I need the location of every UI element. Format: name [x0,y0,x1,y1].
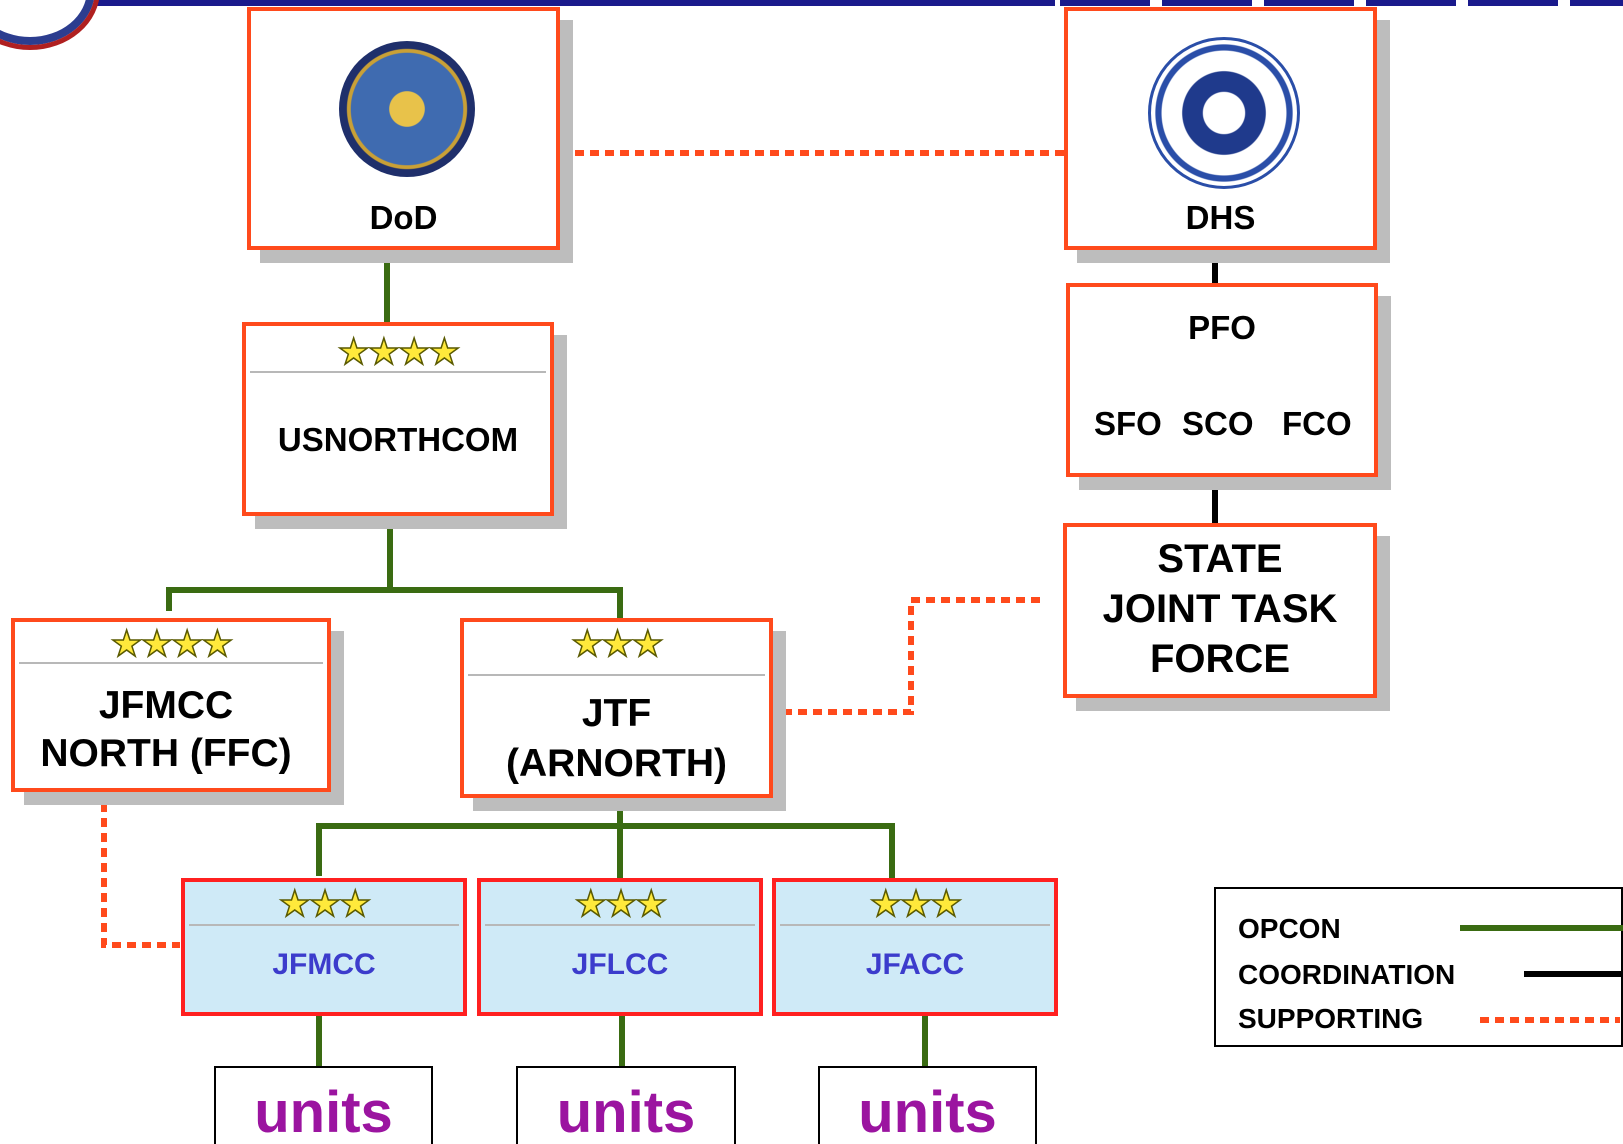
three-star-rank-icon: ★★★ [869,883,963,924]
divider [468,674,765,676]
legend-coordination-label: COORDINATION [1238,959,1456,990]
jfacc-label: JFACC [865,948,965,981]
divider [485,924,755,926]
dod-label: DoD [369,199,438,236]
jfacc-component-box: ★★★ JFACC [772,878,1058,1016]
three-star-rank-icon: ★★★ [570,623,664,664]
jfmcc-north-line2: NORTH (FFC) [40,732,292,775]
state-jtf-line1: STATE [1157,537,1283,581]
header-banner-tiles [1060,0,1623,6]
legend: OPCON COORDINATION SUPPORTING [1214,887,1623,1047]
legend-coordination-line [1524,971,1623,977]
units-box-jfmcc: units [214,1066,433,1144]
state-jtf-box: STATE JOINT TASK FORCE [1063,523,1377,698]
jfmcc-north-box: ★★★★ JFMCC NORTH (FFC) [11,618,331,792]
three-star-rank-icon: ★★★ [278,883,372,924]
jflcc-label: JFLCC [571,948,669,981]
units-box-jfacc: units [818,1066,1037,1144]
usnorthcom-label: USNORTHCOM [277,421,519,458]
pfo-box: PFO SFO SCO FCO [1066,283,1378,477]
sco-label: SCO [1182,405,1254,442]
jtf-box: ★★★ JTF (ARNORTH) [460,618,773,798]
jfmcc-north-line1: JFMCC [98,684,234,727]
legend-opcon-label: OPCON [1238,913,1341,944]
pfo-label: PFO [1188,309,1256,346]
opcon-lines [166,243,928,1073]
jfmcc-component-box: ★★★ JFMCC [181,878,467,1016]
dod-box: DoD [247,7,560,250]
three-star-rank-icon: ★★★ [574,883,668,924]
header-banner [95,0,1055,6]
dhs-seal-icon [1148,37,1300,189]
dod-seal-icon [339,41,475,177]
legend-supporting-label: SUPPORTING [1238,1003,1424,1034]
dhs-label: DHS [1185,199,1256,236]
divider [189,924,459,926]
usnorthcom-box: ★★★★ USNORTHCOM [242,322,554,516]
jtf-line1: JTF [581,692,652,735]
units-box-jflcc: units [516,1066,736,1144]
four-star-rank-icon: ★★★★ [110,623,235,664]
legend-supporting-line [1480,1017,1620,1023]
state-jtf-line2: JOINT TASK [1102,587,1338,631]
jtf-line2: (ARNORTH) [506,742,727,785]
fco-label: FCO [1282,405,1352,442]
sfo-label: SFO [1094,405,1162,442]
supporting-lines [101,150,1064,948]
jflcc-component-box: ★★★ JFLCC [477,878,763,1016]
divider [19,662,323,664]
four-star-rank-icon: ★★★★ [337,331,462,372]
legend-opcon-line [1460,925,1623,931]
state-jtf-line3: FORCE [1150,637,1290,681]
jfmcc-label: JFMCC [272,948,376,981]
divider [250,371,546,373]
divider [780,924,1050,926]
dhs-box: DHS [1064,7,1377,250]
